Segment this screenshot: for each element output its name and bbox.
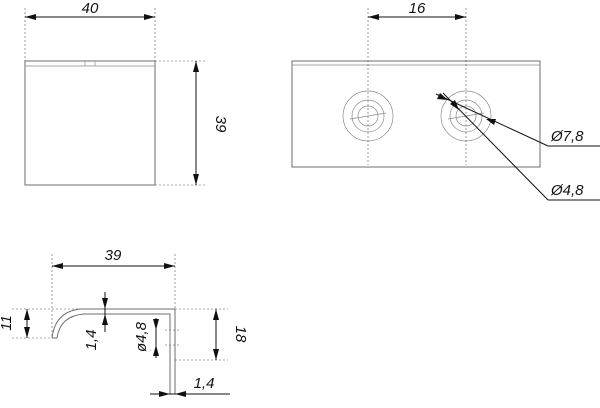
- arrow-icon: [159, 391, 170, 397]
- arrow-icon: [193, 174, 199, 185]
- label-side-height-large: 18: [232, 326, 249, 343]
- arrow-icon: [102, 314, 108, 325]
- arrow-icon: [52, 263, 63, 269]
- arrow-icon: [455, 14, 466, 20]
- label-side-length: 39: [105, 247, 122, 264]
- arrow-icon: [450, 100, 459, 110]
- arrow-icon: [486, 119, 496, 125]
- arrow-icon: [144, 14, 155, 20]
- leader-inner-diameter: [442, 92, 549, 201]
- arrow-icon: [213, 349, 219, 360]
- label-spacing: 16: [409, 0, 426, 17]
- side-view-outer-profile: [51, 308, 176, 394]
- front-view-outline: [24, 60, 156, 186]
- label-inner-diameter: Ø4,8: [550, 182, 584, 199]
- top-view: 16 Ø7,8 Ø4,8: [291, 0, 600, 201]
- label-front-width: 40: [82, 0, 99, 17]
- arrow-icon: [175, 391, 186, 397]
- arrow-icon: [164, 263, 175, 269]
- arrow-icon: [193, 61, 199, 72]
- label-front-height: 39: [212, 116, 229, 133]
- label-side-height-small: 11: [0, 315, 15, 331]
- front-view: 40 39: [24, 0, 229, 186]
- arrow-icon: [24, 327, 30, 338]
- arrow-icon: [213, 309, 219, 320]
- label-wall-thickness: 1,4: [83, 330, 100, 351]
- arrow-icon: [153, 319, 159, 330]
- arrow-icon: [153, 345, 159, 356]
- arrow-icon: [102, 298, 108, 309]
- arrow-icon: [368, 14, 379, 20]
- label-bottom-thickness: 1,4: [194, 375, 215, 392]
- label-outer-diameter: Ø7,8: [550, 128, 584, 145]
- side-view-inner-profile: [56, 313, 171, 394]
- label-side-hole-diameter: ø4,8: [133, 321, 150, 352]
- side-view: 39 11 1,4 ø4,8 18 1,4: [0, 247, 249, 397]
- arrow-icon: [437, 93, 448, 100]
- arrow-icon: [24, 309, 30, 320]
- top-view-outline: [291, 60, 541, 168]
- arrow-icon: [25, 14, 36, 20]
